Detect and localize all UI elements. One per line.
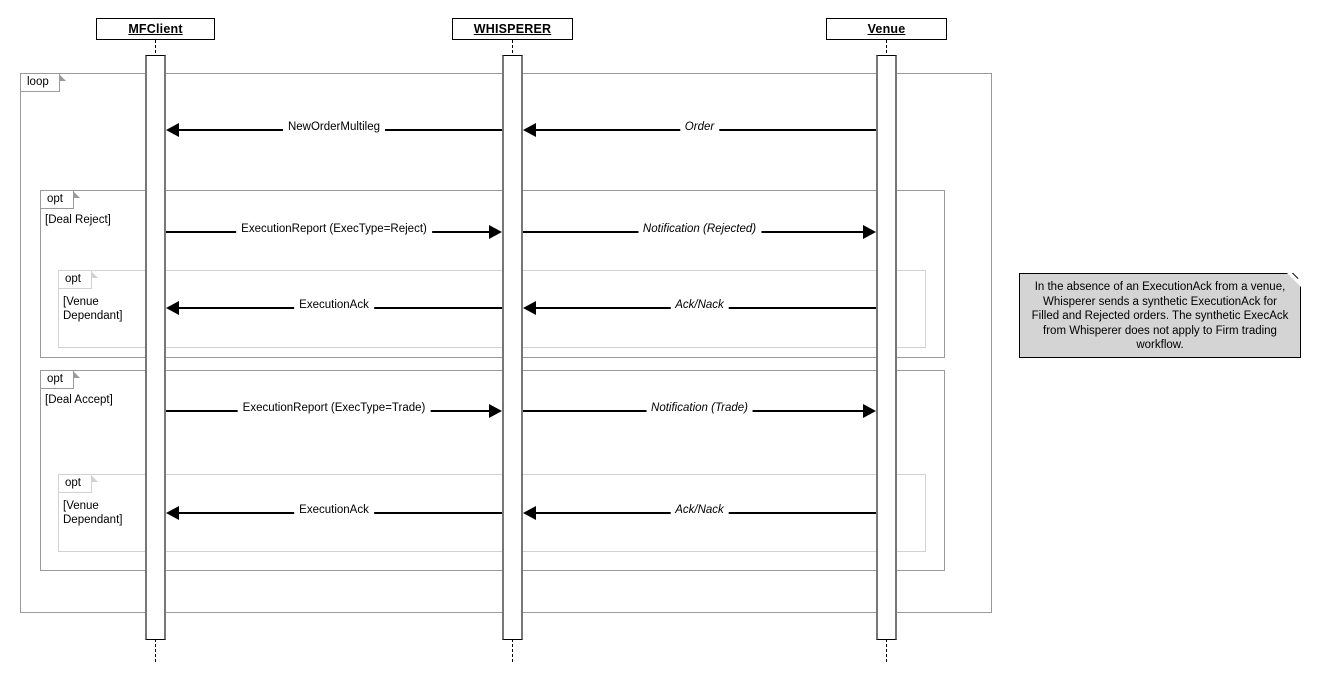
message-label: ExecutionReport (ExecType=Reject) <box>236 222 432 236</box>
fragment-opt-deal-accept-guard: [Deal Accept] <box>45 394 113 406</box>
arrowhead-left-icon <box>523 123 536 137</box>
fragment-opt-deal-accept-operator: opt <box>41 371 80 389</box>
message-label: Order <box>679 120 720 134</box>
fragment-opt-venue-dependant-2-guard: [Venue Dependant] <box>63 500 123 526</box>
note-synthetic-execack: In the absence of an ExecutionAck from a… <box>1019 273 1301 358</box>
message-label: ExecutionAck <box>294 503 374 517</box>
message-label: Notification (Trade) <box>646 401 753 415</box>
actor-header-mfclient[interactable]: MFClient <box>96 18 215 40</box>
arrowhead-left-icon <box>523 301 536 315</box>
message-notification-rejected[interactable]: Notification (Rejected) <box>523 222 876 240</box>
fragment-opt-venue-dependant-2: opt [Venue Dependant] <box>58 474 926 552</box>
message-executionack-2[interactable]: ExecutionAck <box>166 503 502 521</box>
arrowhead-left-icon <box>166 123 179 137</box>
fragment-opt-deal-reject-guard: [Deal Reject] <box>45 214 111 226</box>
actor-label: WHISPERER <box>473 22 552 36</box>
actor-label: Venue <box>867 22 906 36</box>
fragment-opt-venue-dependant-1-guard: [Venue Dependant] <box>63 296 123 322</box>
message-label: Ack/Nack <box>670 503 729 517</box>
fragment-opt-deal-reject: opt [Deal Reject] <box>40 190 945 358</box>
message-executionreport-reject[interactable]: ExecutionReport (ExecType=Reject) <box>166 222 502 240</box>
message-order[interactable]: Order <box>523 120 876 138</box>
fragment-opt-venue-dependant-2-operator: opt <box>59 475 98 493</box>
fragment-opt-deal-reject-operator: opt <box>41 191 80 209</box>
arrowhead-left-icon <box>166 301 179 315</box>
activation-whisperer <box>502 55 523 640</box>
fragment-opt-deal-accept: opt [Deal Accept] <box>40 370 945 571</box>
activation-venue <box>876 55 897 640</box>
arrowhead-left-icon <box>523 506 536 520</box>
fragment-opt-venue-dependant-1-operator: opt <box>59 271 98 289</box>
actor-header-whisperer[interactable]: WHISPERER <box>452 18 573 40</box>
actor-header-venue[interactable]: Venue <box>826 18 947 40</box>
arrowhead-right-icon <box>489 225 502 239</box>
arrowhead-left-icon <box>166 506 179 520</box>
message-label: ExecutionAck <box>294 298 374 312</box>
actor-label: MFClient <box>128 22 183 36</box>
fragment-loop-operator: loop <box>21 74 66 92</box>
message-label: Notification (Rejected) <box>637 222 762 236</box>
message-executionreport-trade[interactable]: ExecutionReport (ExecType=Trade) <box>166 401 502 419</box>
message-label: ExecutionReport (ExecType=Trade) <box>237 401 431 415</box>
note-text: In the absence of an ExecutionAck from a… <box>1031 281 1289 351</box>
arrowhead-right-icon <box>863 225 876 239</box>
message-acknack-1[interactable]: Ack/Nack <box>523 298 876 316</box>
message-label: NewOrderMultileg <box>282 120 386 134</box>
activation-mfclient <box>145 55 166 640</box>
arrowhead-right-icon <box>489 404 502 418</box>
message-notification-trade[interactable]: Notification (Trade) <box>523 401 876 419</box>
message-newordermultileg[interactable]: NewOrderMultileg <box>166 120 502 138</box>
fragment-opt-venue-dependant-1: opt [Venue Dependant] <box>58 270 926 348</box>
arrowhead-right-icon <box>863 404 876 418</box>
message-acknack-2[interactable]: Ack/Nack <box>523 503 876 521</box>
message-label: Ack/Nack <box>670 298 729 312</box>
message-executionack-1[interactable]: ExecutionAck <box>166 298 502 316</box>
